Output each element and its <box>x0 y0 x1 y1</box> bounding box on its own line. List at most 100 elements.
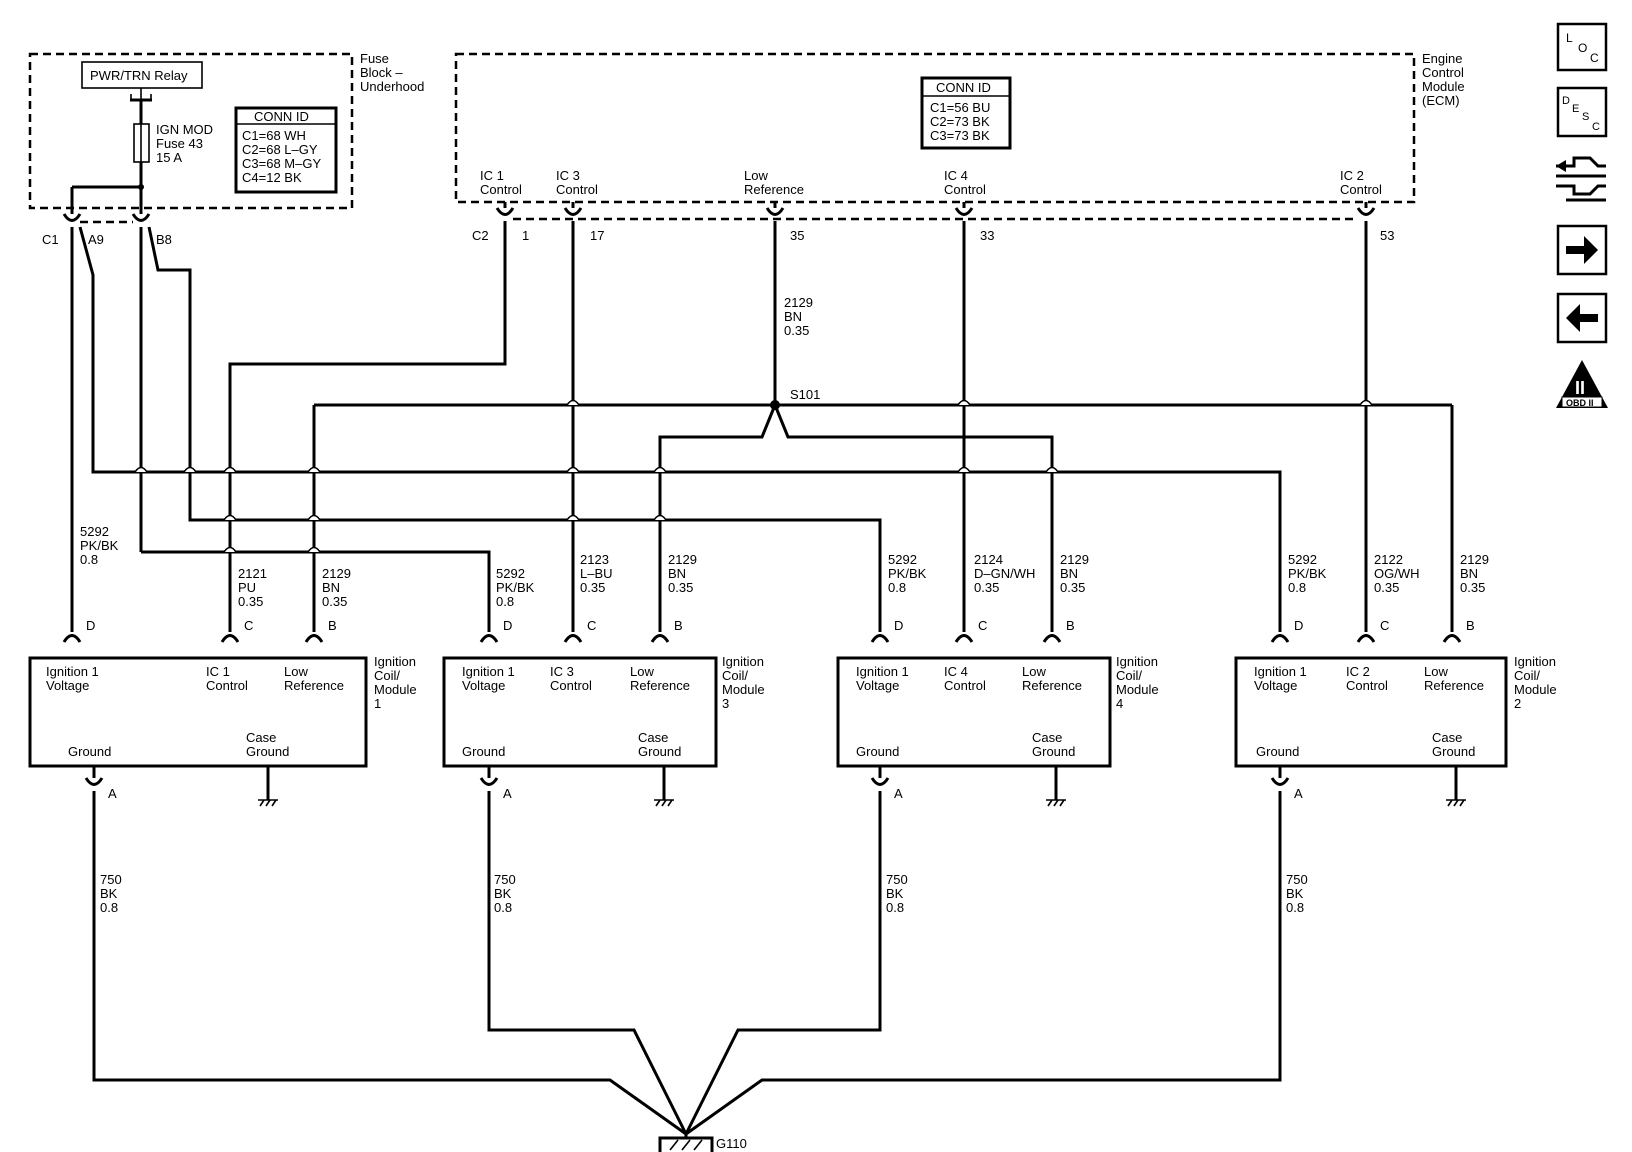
ecm-terminal-35 <box>765 207 785 216</box>
ground-wire-label: 0.8 <box>1286 900 1304 915</box>
ecm-terminal-name: Control <box>556 182 598 197</box>
wire-label: 0.8 <box>888 580 906 595</box>
svg-text:Control: Control <box>944 678 986 693</box>
ecm-pin-number: 1 <box>522 228 529 243</box>
svg-text:IC 4: IC 4 <box>944 664 968 679</box>
ecm-label-4: (ECM) <box>1422 93 1460 108</box>
svg-text:Control: Control <box>206 678 248 693</box>
connector-icon[interactable] <box>1556 156 1606 202</box>
wire-label: PK/BK <box>1288 566 1327 581</box>
wire-label: 2121 <box>238 566 267 581</box>
pin-label: B <box>674 618 683 633</box>
ecm-conn-id-title: CONN ID <box>936 80 991 95</box>
svg-text:Voltage: Voltage <box>1254 678 1297 693</box>
low-ref-trunk-wire-label: 0.35 <box>784 323 809 338</box>
svg-text:Voltage: Voltage <box>462 678 505 693</box>
ecm-terminal-name: IC 2 <box>1340 168 1364 183</box>
svg-text:Coil/: Coil/ <box>1514 668 1540 683</box>
wire-label: D–GN/WH <box>974 566 1035 581</box>
wire-label: L–BU <box>580 566 613 581</box>
fuse-block-label-1: Fuse <box>360 51 389 66</box>
obd-ii-icon[interactable]: II OBD II <box>1556 360 1608 408</box>
ecm-terminal-1 <box>495 207 515 216</box>
pin-label: B <box>1066 618 1075 633</box>
pin-label: A <box>108 786 117 801</box>
wire-crossover-hops <box>134 399 1373 553</box>
desc-icon[interactable]: D E S C <box>1556 86 1608 138</box>
wire-label: 5292 <box>888 552 917 567</box>
wire-label: 2129 <box>1460 552 1489 567</box>
wire-label: 0.35 <box>1374 580 1399 595</box>
svg-text:4: 4 <box>1116 696 1123 711</box>
ecm-terminal-33 <box>954 207 974 216</box>
case-ground-icon <box>258 799 278 807</box>
ecm-pin-number: 17 <box>590 228 604 243</box>
svg-text:Ignition 1: Ignition 1 <box>1254 664 1307 679</box>
splice-s101 <box>770 400 780 410</box>
pin-label: D <box>1294 618 1303 633</box>
ecm-conn-id-box <box>920 76 1012 150</box>
ecm-terminal-53 <box>1356 207 1376 216</box>
svg-text:Coil/: Coil/ <box>374 668 400 683</box>
svg-text:Low: Low <box>284 664 308 679</box>
splice-s101-label: S101 <box>790 387 820 402</box>
wire-label: BN <box>1060 566 1078 581</box>
svg-text:Reference: Reference <box>284 678 344 693</box>
wire-label: 0.8 <box>496 594 514 609</box>
ground-wire-label: 750 <box>494 872 516 887</box>
fuse-conn-id-box <box>234 106 338 194</box>
ecm-outline <box>454 52 1416 204</box>
svg-text:Control: Control <box>550 678 592 693</box>
svg-text:Ignition: Ignition <box>1514 654 1556 669</box>
previous-arrow-icon[interactable] <box>1556 292 1608 344</box>
svg-text:Ground: Ground <box>856 744 899 759</box>
wire-label: 0.35 <box>668 580 693 595</box>
ground-wire-label: 750 <box>1286 872 1308 887</box>
ecm-terminal-name: Reference <box>744 182 804 197</box>
loc-icon[interactable]: L O C <box>1556 22 1608 72</box>
svg-text:E: E <box>1572 103 1579 115</box>
svg-text:Coil/: Coil/ <box>722 668 748 683</box>
svg-text:Reference: Reference <box>1022 678 1082 693</box>
ground-wire-label: 0.8 <box>100 900 118 915</box>
fuse-conn-row: C1=68 WH <box>242 128 306 143</box>
svg-text:Ground: Ground <box>68 744 111 759</box>
next-arrow-icon[interactable] <box>1556 224 1608 276</box>
svg-text:Ignition: Ignition <box>722 654 764 669</box>
coil-body <box>836 656 1112 768</box>
wire-label: 2129 <box>668 552 697 567</box>
svg-text:Reference: Reference <box>630 678 690 693</box>
svg-text:Case: Case <box>246 730 276 745</box>
ecm-conn-row: C3=73 BK <box>930 128 990 143</box>
svg-text:Control: Control <box>1346 678 1388 693</box>
pwr-trn-relay-box <box>81 61 203 89</box>
pin-label: A <box>1294 786 1303 801</box>
svg-text:IC 3: IC 3 <box>550 664 574 679</box>
relay-contact-icon <box>130 88 152 102</box>
ecm-pin-number: 53 <box>1380 228 1394 243</box>
svg-text:Module: Module <box>1514 682 1557 697</box>
ignition-voltage-wire-5292 <box>70 226 1282 632</box>
pin-label: A <box>503 786 512 801</box>
coil-body <box>1234 656 1508 768</box>
wire-label: 0.8 <box>80 552 98 567</box>
ecm-terminal-name: IC 1 <box>480 168 504 183</box>
svg-text:Module: Module <box>1116 682 1159 697</box>
low-reference-wire-2129 <box>312 221 1454 632</box>
ground-wire-label: 750 <box>100 872 122 887</box>
ground-wire-label: 750 <box>886 872 908 887</box>
svg-text:Ignition: Ignition <box>1116 654 1158 669</box>
svg-text:IC 2: IC 2 <box>1346 664 1370 679</box>
ecm-pin-number: 35 <box>790 228 804 243</box>
ground-wire-label: 0.8 <box>494 900 512 915</box>
svg-text:Case: Case <box>1432 730 1462 745</box>
wire-label: 2129 <box>322 566 351 581</box>
ic1-control-wire <box>228 221 507 632</box>
svg-text:D: D <box>1562 95 1570 107</box>
svg-text:S: S <box>1582 111 1589 123</box>
ecm-terminal-name: Control <box>480 182 522 197</box>
svg-text:Reference: Reference <box>1424 678 1484 693</box>
ground-point-g110: G110 <box>716 1136 747 1151</box>
wire-label: BN <box>322 580 340 595</box>
svg-text:3: 3 <box>722 696 729 711</box>
